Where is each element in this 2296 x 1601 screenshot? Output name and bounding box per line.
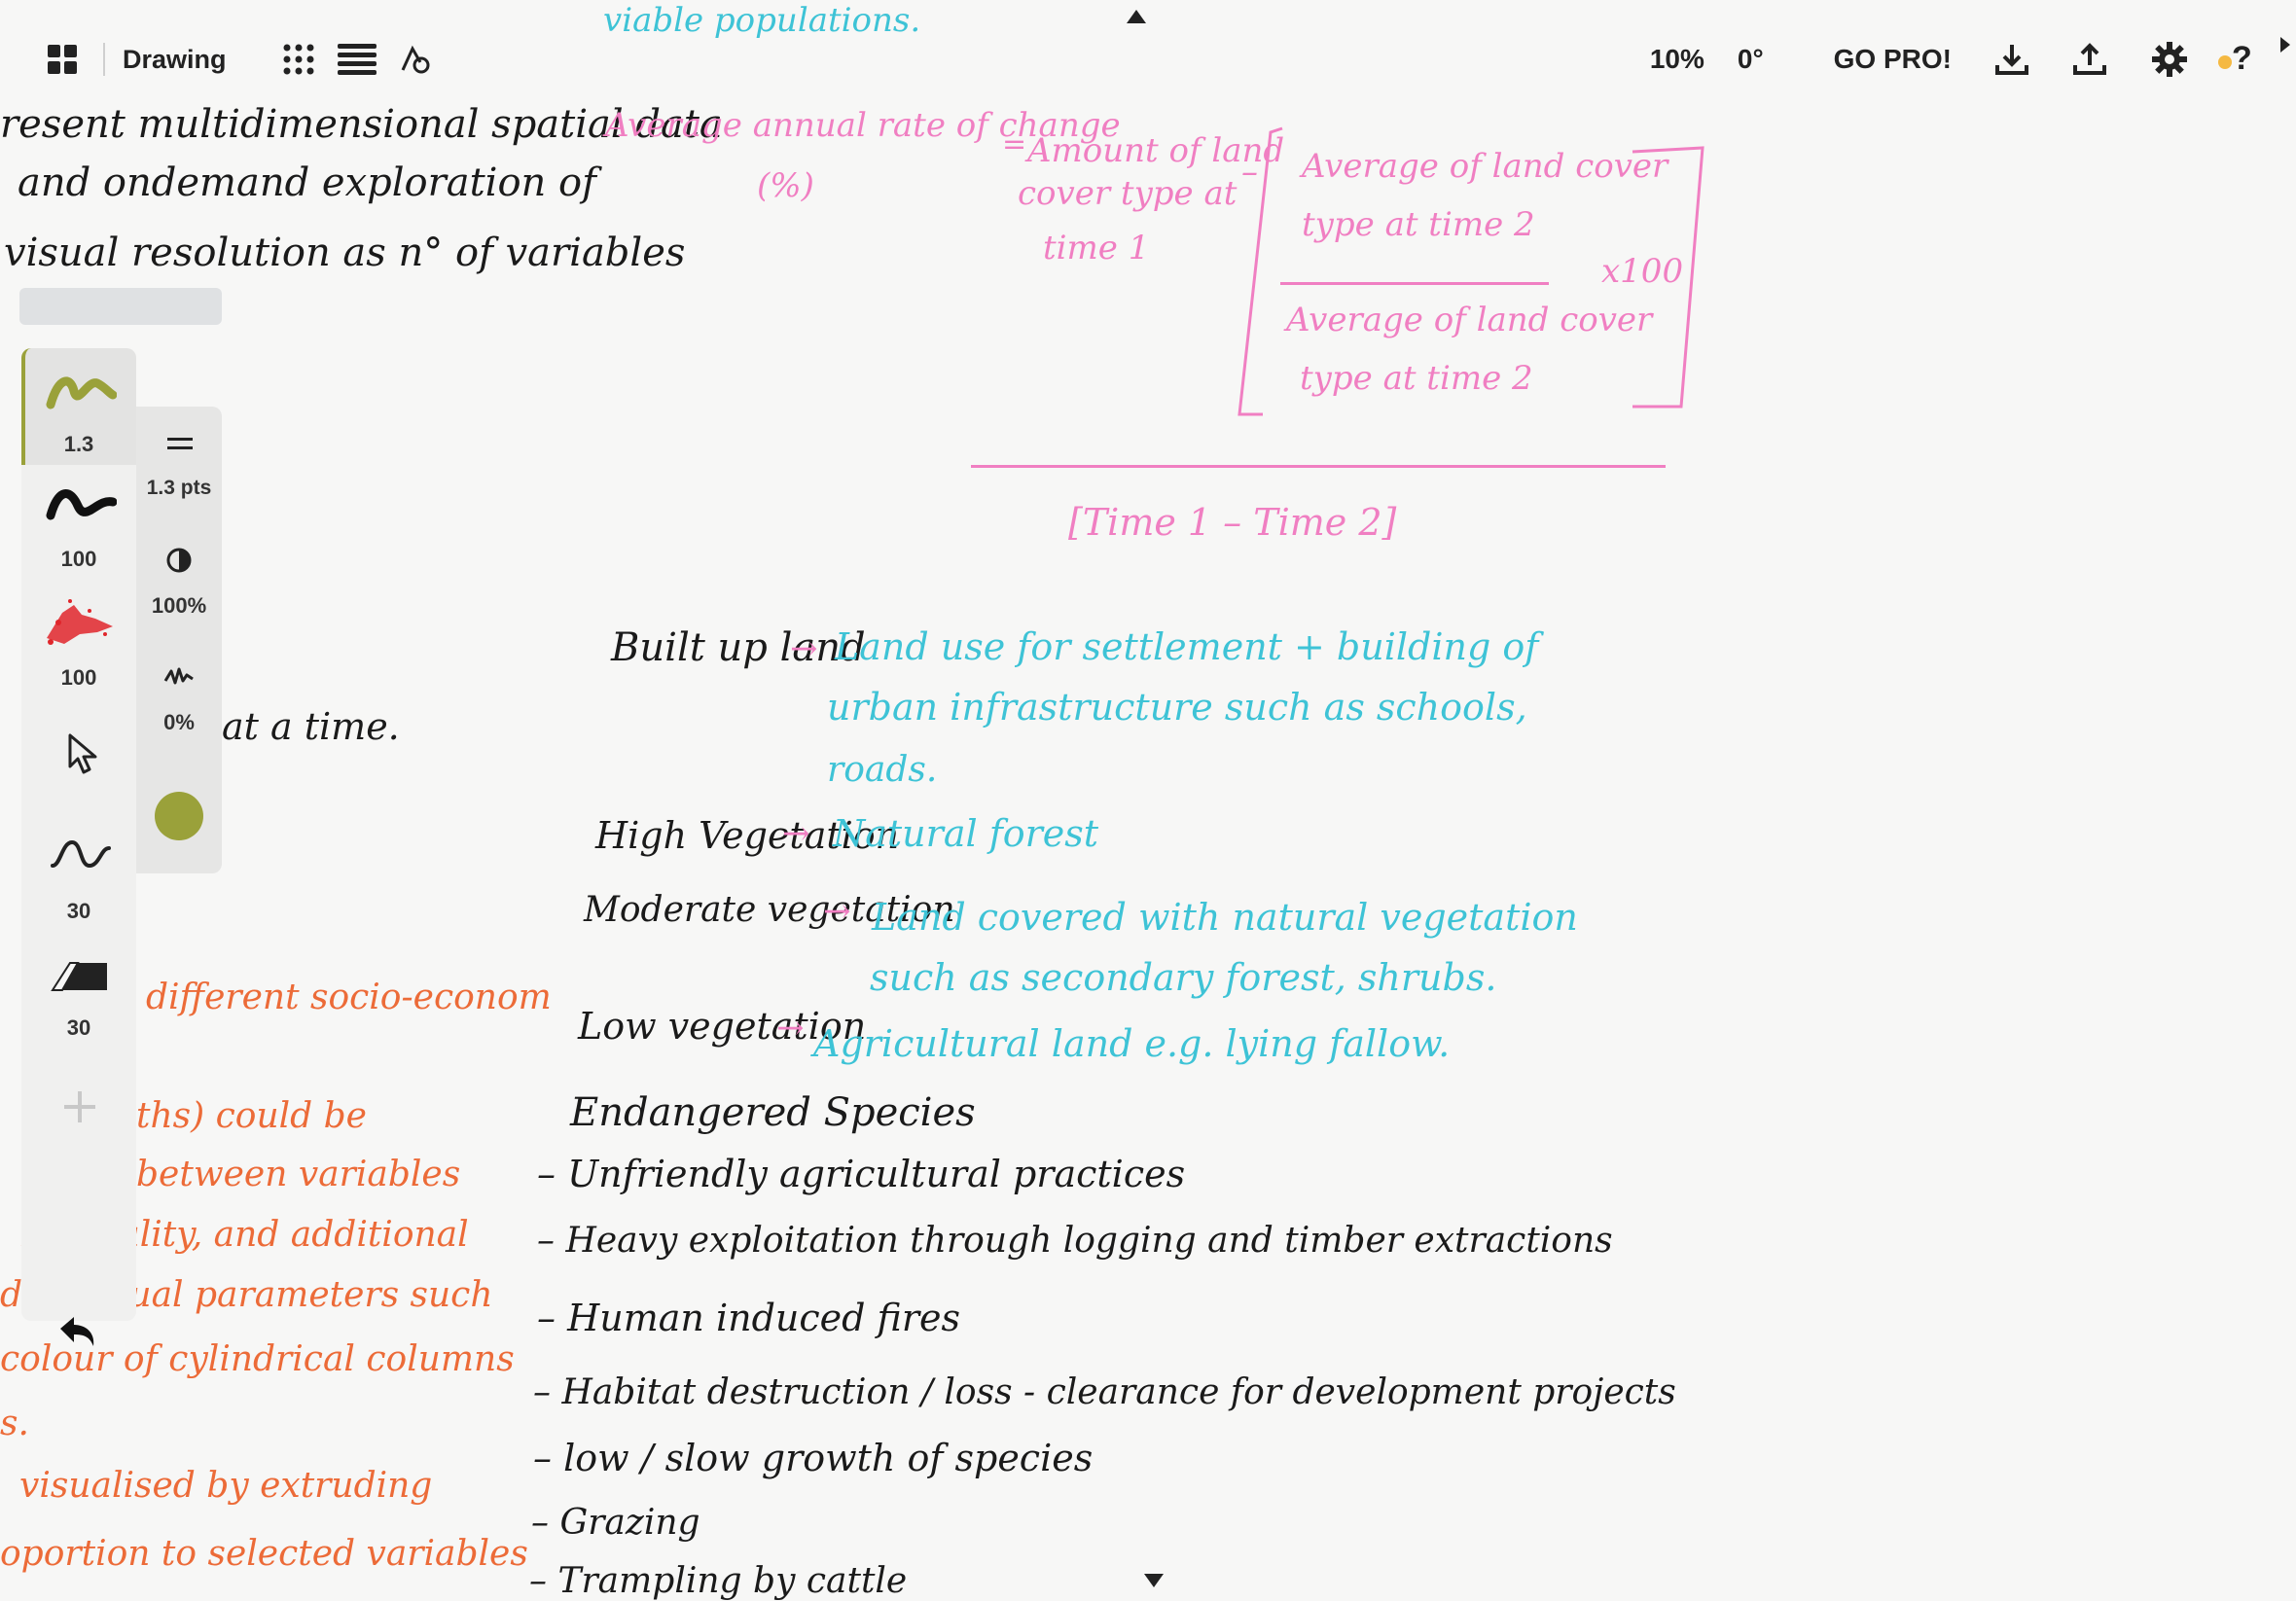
def-arrow-modveg: →	[823, 892, 851, 931]
formula-num-a: Average of land cover	[1302, 147, 1668, 186]
notification-dot	[2218, 55, 2232, 69]
formula-den-b: type at time 2	[1300, 359, 1533, 398]
tool5-size-label: 30	[66, 899, 91, 923]
smoothing-icon[interactable]	[163, 663, 195, 689]
def-arrow-highveg: →	[782, 814, 810, 853]
formula-x100: x100	[1601, 252, 1684, 291]
fraction-bar	[1280, 282, 1549, 285]
def-modveg-1: Land covered with natural vegetation	[872, 896, 1578, 939]
def-term-lowveg: Low vegetation	[578, 1005, 867, 1048]
scroll-down-indicator[interactable]	[1144, 1574, 1164, 1587]
note-orange-7: s.	[0, 1404, 29, 1443]
def-term-modveg: Moderate vegetation	[584, 890, 955, 930]
pencil-brush-icon[interactable]	[45, 368, 117, 410]
def-term-highveg: High Vegetation	[595, 814, 900, 857]
def-arrow-lowveg: →	[776, 1009, 805, 1048]
tool1-size-label: 1.3	[63, 432, 94, 456]
settings-gear-icon[interactable]	[2146, 36, 2193, 83]
note-orange-3: between variables	[136, 1155, 461, 1194]
formula-den-a: Average of land cover	[1286, 301, 1653, 339]
species-item-6: – Grazing	[531, 1503, 700, 1543]
search-bar-placeholder[interactable]	[19, 288, 222, 325]
def-modveg-2: such as secondary forest, shrubs.	[870, 956, 1497, 999]
tool-selected-highlight	[21, 348, 136, 465]
note-left-line2: and ondemand exploration of	[18, 160, 596, 205]
formula-minus: –	[1241, 153, 1258, 192]
smoothing-value[interactable]: 0%	[163, 710, 195, 734]
formula-denominator: [Time 1 – Time 2]	[1068, 501, 1397, 544]
formula-term1-a: Amount of land	[1027, 131, 1285, 170]
add-tool-plus-icon[interactable]	[60, 1087, 99, 1126]
def-arrow-builtup: →	[790, 629, 818, 668]
def-builtup-3: roads.	[827, 750, 938, 790]
note-left-line4: at a time.	[222, 705, 400, 748]
tool2-size-label: 100	[60, 547, 97, 571]
stroke-width-icon[interactable]	[165, 436, 195, 453]
document-title[interactable]: Drawing	[123, 44, 227, 74]
note-orange-2: ths) could be	[136, 1096, 367, 1136]
formula-lhs: Average annual rate of change	[605, 106, 1121, 145]
formula-term1-b: cover type at	[1018, 174, 1238, 213]
toolbar-divider	[103, 43, 105, 76]
opacity-value[interactable]: 100%	[151, 593, 207, 618]
airbrush-icon[interactable]	[41, 593, 119, 652]
species-item-7: – Trampling by cattle	[529, 1561, 908, 1601]
species-item-5: – low / slow growth of species	[533, 1437, 1094, 1479]
zoom-level[interactable]: 10%	[1649, 44, 1704, 74]
smudge-tool-icon[interactable]	[49, 836, 113, 875]
opacity-icon[interactable]	[165, 547, 193, 574]
share-upload-icon[interactable]	[2066, 36, 2113, 83]
ink-brush-icon[interactable]	[45, 482, 117, 529]
formula-num-b: type at time 2	[1302, 205, 1535, 244]
rotation-angle[interactable]: 0°	[1737, 44, 1764, 74]
note-orange-1: different socio-econom	[146, 978, 552, 1017]
layers-icon[interactable]	[334, 36, 380, 83]
species-item-2: – Heavy exploitation through logging and…	[537, 1221, 1613, 1261]
species-item-3: – Human induced fires	[537, 1297, 961, 1339]
download-icon[interactable]	[1989, 36, 2035, 83]
go-pro-button[interactable]: GO PRO!	[1833, 44, 1952, 74]
help-button[interactable]: ?	[2218, 36, 2257, 83]
color-swatch[interactable]	[155, 792, 203, 840]
def-highveg-1: Natural forest	[833, 812, 1099, 855]
formula-equals: =	[1002, 127, 1027, 161]
note-left-line1: resent multidimensional spatial data	[0, 102, 723, 147]
species-heading: Endangered Species	[570, 1090, 976, 1135]
eraser-icon[interactable]	[51, 959, 111, 994]
note-left-line3: visual resolution as n° of variables	[4, 231, 686, 275]
def-lowveg-1: Agricultural land e.g. lying fallow.	[813, 1022, 1451, 1065]
help-question-icon: ?	[2232, 40, 2252, 77]
selection-cursor-icon[interactable]	[64, 731, 103, 778]
formula-lhs-unit: (%)	[757, 166, 814, 205]
def-builtup-2: urban infrastructure such as schools,	[827, 686, 1527, 729]
scroll-up-indicator[interactable]	[1127, 10, 1146, 23]
undo-icon[interactable]	[54, 1311, 101, 1350]
note-top-fragment: viable populations.	[603, 1, 921, 40]
main-fraction-bar	[971, 465, 1666, 468]
shapes-icon[interactable]	[392, 36, 439, 83]
formula-term1-c: time 1	[1043, 229, 1150, 267]
app-menu-dots-icon[interactable]	[275, 36, 322, 83]
species-item-1: – Unfriendly agricultural practices	[537, 1153, 1186, 1195]
expand-right-icon[interactable]	[2280, 37, 2290, 53]
note-orange-9: oportion to selected variables	[0, 1534, 528, 1574]
stroke-width-value[interactable]: 1.3 pts	[146, 477, 212, 499]
toolbar-left: Drawing	[39, 35, 439, 84]
note-orange-6: colour of cylindrical columns	[0, 1339, 515, 1379]
species-item-4: – Habitat destruction / loss - clearance…	[533, 1372, 1676, 1412]
tool6-size-label: 30	[66, 1015, 91, 1040]
tool3-size-label: 100	[60, 665, 97, 690]
gallery-grid-icon[interactable]	[39, 36, 86, 83]
def-builtup-1: Land use for settlement + building of	[835, 625, 1539, 668]
def-term-builtup: Built up land	[611, 625, 866, 670]
toolbar-right: 10% 0° GO PRO! ?	[1650, 35, 2296, 84]
note-orange-8: visualised by extruding	[19, 1466, 433, 1506]
formula-brackets	[1238, 126, 1704, 416]
